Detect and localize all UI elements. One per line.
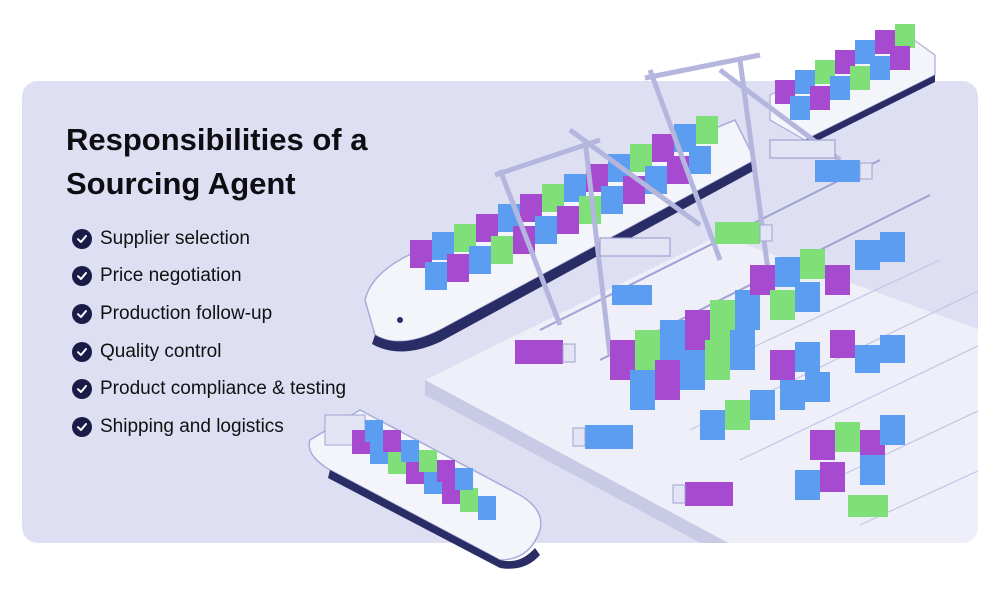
list-item-label: Production follow-up bbox=[100, 302, 273, 324]
list-item-label: Price negotiation bbox=[100, 265, 242, 287]
list-item-label: Quality control bbox=[100, 340, 222, 362]
check-circle-icon bbox=[72, 379, 92, 400]
dock-edge bbox=[425, 380, 760, 543]
check-circle-icon bbox=[72, 416, 92, 437]
list-item-label: Shipping and logistics bbox=[100, 415, 284, 437]
crane-cabins bbox=[599, 139, 836, 257]
list-item: Supplier selection bbox=[72, 220, 346, 258]
check-circle-icon bbox=[72, 266, 92, 287]
trucks bbox=[515, 160, 873, 506]
list-item: Shipping and logistics bbox=[72, 408, 346, 446]
list-item-label: Product compliance & testing bbox=[100, 378, 347, 400]
list-item: Quality control bbox=[72, 333, 346, 371]
page-title: Responsibilities of a Sourcing Agent bbox=[66, 122, 368, 201]
list-item-label: Supplier selection bbox=[100, 227, 250, 249]
check-circle-icon bbox=[72, 303, 92, 324]
list-item: Product compliance & testing bbox=[72, 370, 346, 408]
list-item: Production follow-up bbox=[72, 295, 346, 333]
small-ship bbox=[308, 409, 542, 569]
check-circle-icon bbox=[72, 228, 92, 249]
check-circle-icon bbox=[72, 341, 92, 362]
far-ship bbox=[769, 24, 936, 147]
container-yard bbox=[610, 232, 905, 517]
list-item: Price negotiation bbox=[72, 258, 346, 296]
responsibilities-list: Supplier selection Price negotiation Pro… bbox=[72, 220, 346, 446]
